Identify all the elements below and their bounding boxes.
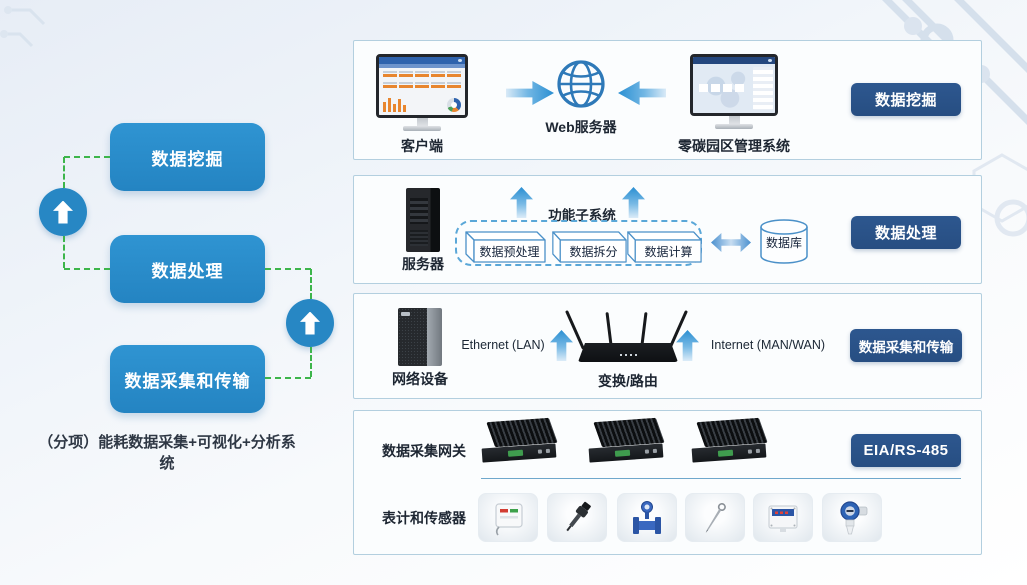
management-system-label: 零碳园区管理系统: [678, 138, 790, 154]
database-cylinder: 数据库: [758, 218, 810, 265]
panel-gateway: 数据采集网关 EIA/RS-485 表计和传感器: [353, 410, 982, 555]
tag-data-processing: 数据处理: [851, 216, 961, 249]
sensor-tile: [753, 493, 813, 542]
up-arrow-icon: [53, 200, 73, 224]
mini-bar-chart: [383, 97, 444, 112]
tag-collection-transmission: 数据采集和传输: [850, 329, 962, 362]
flow-connector: [310, 347, 312, 377]
server-label: 服务器: [402, 256, 444, 272]
data-gateway-icon: [690, 417, 770, 465]
arrow-up-icon: [510, 187, 533, 218]
up-arrow-badge-right: [286, 299, 334, 347]
cube-icon: [627, 231, 702, 263]
flow-connector: [63, 157, 65, 188]
flow-connector: [63, 236, 65, 268]
sensor-tile: [685, 493, 745, 542]
temp-humidity-sensor-icon: [495, 502, 523, 535]
gateway-row-label: 数据采集网关: [382, 443, 466, 459]
arrow-right-icon: [506, 81, 554, 105]
web-server-label: Web服务器: [545, 119, 617, 135]
stage-box-data-mining: 数据挖掘: [110, 123, 265, 191]
web-server-globe-icon: [557, 60, 605, 108]
stage-box-label: 数据采集和传输: [124, 371, 251, 391]
ethernet-lan-label: Ethernet (LAN): [461, 338, 545, 352]
flow-connector: [64, 268, 110, 270]
stage-box-data-collection: 数据采集和传输: [110, 345, 265, 413]
sensor-tile: [547, 493, 607, 542]
stage-box-data-processing: 数据处理: [110, 235, 265, 303]
tag-eia-rs485: EIA/RS-485: [851, 434, 961, 467]
client-monitor: [376, 54, 468, 131]
cube-icon: [465, 231, 546, 263]
network-device-icon: [398, 308, 442, 366]
panel-data-processing: 服务器 功能子系统 数据预处理 数据拆分: [353, 175, 982, 284]
digital-meter-icon: [768, 504, 798, 532]
stage-box-label: 数据挖掘: [151, 149, 224, 169]
pressure-probe-icon: [566, 501, 591, 531]
arrow-up-icon: [622, 187, 645, 218]
panel-data-mining: 客户端 Web服务器: [353, 40, 982, 160]
arrow-up-icon: [550, 330, 573, 361]
up-arrow-icon: [300, 311, 320, 335]
router-icon: [565, 308, 688, 362]
module-label: 数据预处理: [479, 244, 540, 259]
data-gateway-icon: [587, 417, 667, 465]
pressure-transmitter-icon: [840, 500, 868, 534]
router-label: 变换/路由: [598, 373, 658, 389]
database-icon: [760, 219, 808, 264]
sensor-tile: [478, 493, 538, 542]
flow-meter-icon: [633, 500, 661, 534]
client-label: 客户端: [401, 138, 443, 154]
network-device-label: 网络设备: [392, 371, 448, 387]
system-caption: （分项）能耗数据采集+可视化+分析系统: [38, 434, 296, 472]
double-arrow-icon: [711, 233, 751, 252]
sensors-row-label: 表计和传感器: [382, 510, 466, 526]
flow-connector: [310, 269, 312, 299]
flow-connector: [64, 156, 110, 158]
management-system-monitor: [690, 54, 778, 129]
database-label: 数据库: [765, 236, 802, 250]
module-split: 数据拆分: [551, 231, 627, 263]
tag-data-mining: 数据挖掘: [851, 83, 961, 116]
up-arrow-badge-left: [39, 188, 87, 236]
stage-box-label: 数据处理: [151, 261, 224, 281]
thermometer-probe-icon: [705, 502, 726, 533]
flow-connector: [265, 377, 311, 379]
circuit-decoration-top-left: [0, 6, 46, 48]
data-gateway-icon: [480, 417, 560, 465]
panel-network: 网络设备 Ethernet (LAN) 变换/路由 Internet (MAN/…: [353, 293, 982, 399]
module-label: 数据计算: [644, 244, 693, 259]
subsystem-title: 功能子系统: [548, 208, 616, 223]
module-label: 数据拆分: [569, 244, 618, 259]
arrow-up-icon: [676, 330, 699, 361]
row-divider: [481, 478, 961, 479]
management-system-screen: [693, 57, 775, 113]
flow-connector: [265, 268, 311, 270]
sensor-tile: [617, 493, 677, 542]
module-preprocess: 数据预处理: [464, 231, 546, 263]
module-compute: 数据计算: [626, 231, 702, 263]
arrow-left-icon: [618, 81, 666, 105]
server-tower-icon: [406, 188, 440, 252]
cube-icon: [552, 231, 627, 263]
client-dashboard-screen: [379, 57, 465, 115]
internet-wan-label: Internet (MAN/WAN): [710, 338, 826, 352]
sensor-tile: [822, 493, 882, 542]
mini-donut-chart: [447, 98, 461, 112]
